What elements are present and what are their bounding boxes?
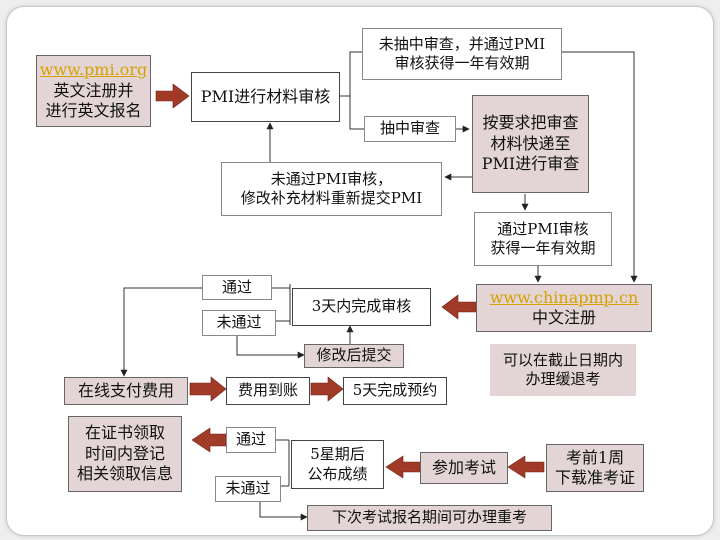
node-passed-pmi: 通过PMI审核 获得一年有效期: [474, 212, 612, 266]
big-arrow-received-to-booking: [310, 376, 344, 402]
node-resubmit: 修改后提交: [304, 344, 404, 368]
admission-ticket-line1: 考前1周: [565, 447, 625, 467]
connector-to-audited: [349, 96, 364, 130]
english-reg-line2: 进行英文报名: [45, 101, 142, 121]
fail-1-label: 未通过: [216, 313, 262, 332]
connector-to-not-audited: [349, 51, 362, 96]
big-arrow-pay-to-received: [189, 376, 227, 402]
node-results-5week: 5星期后 公布成绩: [291, 440, 384, 489]
node-take-exam: 参加考试: [420, 452, 508, 484]
failed-pmi-line1: 未通过PMI审核，: [270, 169, 393, 188]
certificate-line2: 时间内登记: [84, 443, 165, 463]
big-arrow-exam-to-results: [385, 455, 421, 479]
node-pmi-review: PMI进行材料审核: [191, 72, 340, 122]
chinese-reg-line1: 中文注册: [531, 308, 596, 327]
booking-5day-label: 5天完成预约: [352, 381, 438, 400]
node-retake: 下次考试报名期间可办理重考: [307, 505, 552, 531]
pay-online-label: 在线支付费用: [77, 380, 174, 400]
connector-fail-to-retake: [259, 501, 308, 521]
big-arrow-pass-to-certificate: [191, 427, 227, 453]
pass-2-label: 通过: [235, 430, 266, 449]
not-audited-line2: 审核获得一年有效期: [394, 54, 530, 72]
big-arrow-ticket-to-exam: [507, 455, 545, 479]
certificate-line1: 在证书领取: [84, 423, 165, 443]
review-3day-label: 3天内完成审核: [311, 297, 412, 316]
admission-ticket-line2: 下载准考证: [554, 468, 635, 487]
pass-1-label: 通过: [221, 277, 252, 296]
resubmit-label: 修改后提交: [316, 346, 392, 365]
not-audited-line1: 未抽中审查，并通过PMI: [378, 34, 546, 53]
defer-note-line1: 可以在截止日期内: [502, 350, 623, 369]
node-booking-5day: 5天完成预约: [343, 377, 447, 405]
connector-fail-to-resubmit: [236, 336, 305, 359]
node-fail-1: 未通过: [202, 310, 276, 336]
node-pay-online: 在线支付费用: [64, 377, 188, 405]
english-reg-line1: 英文注册并: [53, 80, 134, 100]
link-chinapmp[interactable]: www.chinapmp.cn: [489, 287, 639, 307]
node-send-materials: 按要求把审查 材料快递至 PMI进行审查: [472, 95, 589, 193]
send-materials-line3: PMI进行审查: [481, 154, 580, 174]
node-audited: 抽中审查: [364, 116, 456, 142]
defer-note-line2: 办理缓退考: [525, 370, 601, 388]
payment-received-label: 费用到账: [237, 381, 298, 400]
node-pass-2: 通过: [226, 427, 276, 453]
node-payment-received: 费用到账: [226, 377, 310, 405]
node-certificate: 在证书领取 时间内登记 相关领取信息: [68, 416, 182, 492]
passed-pmi-line1: 通过PMI审核: [497, 219, 589, 238]
big-arrow-english-to-review: [155, 83, 190, 109]
node-english-registration: www.pmi.org 英文注册并 进行英文报名: [36, 55, 151, 127]
passed-pmi-line2: 获得一年有效期: [490, 239, 596, 257]
connector-not-audited-to-chinese: [561, 51, 638, 283]
node-failed-pmi: 未通过PMI审核， 修改补充材料重新提交PMI: [221, 162, 442, 216]
connector-pass-to-pay: [120, 287, 202, 377]
link-pmi-org[interactable]: www.pmi.org: [39, 60, 148, 80]
retake-label: 下次考试报名期间可办理重考: [331, 508, 527, 527]
results-5week-line2: 公布成绩: [307, 464, 368, 483]
node-defer-note: 可以在截止日期内 办理缓退考: [490, 344, 636, 396]
results-5week-line1: 5星期后: [310, 445, 365, 464]
failed-pmi-line2: 修改补充材料重新提交PMI: [240, 189, 423, 207]
send-materials-line2: 材料快递至: [490, 133, 571, 153]
certificate-line3: 相关领取信息: [76, 464, 173, 484]
pmi-review-label: PMI进行材料审核: [200, 86, 331, 106]
node-chinese-registration: www.chinapmp.cn 中文注册: [476, 284, 652, 332]
fail-2-label: 未通过: [225, 479, 271, 498]
node-pass-1: 通过: [202, 275, 272, 300]
node-not-audited: 未抽中审查，并通过PMI 审核获得一年有效期: [362, 28, 562, 80]
big-arrow-chinese-to-review3: [441, 294, 477, 320]
node-review-3day: 3天内完成审核: [292, 288, 431, 326]
send-materials-line1: 按要求把审查: [482, 113, 579, 133]
node-fail-2: 未通过: [215, 476, 281, 502]
audited-label: 抽中审查: [379, 119, 440, 138]
take-exam-label: 参加考试: [431, 457, 496, 477]
node-admission-ticket: 考前1周 下载准考证: [546, 444, 644, 492]
